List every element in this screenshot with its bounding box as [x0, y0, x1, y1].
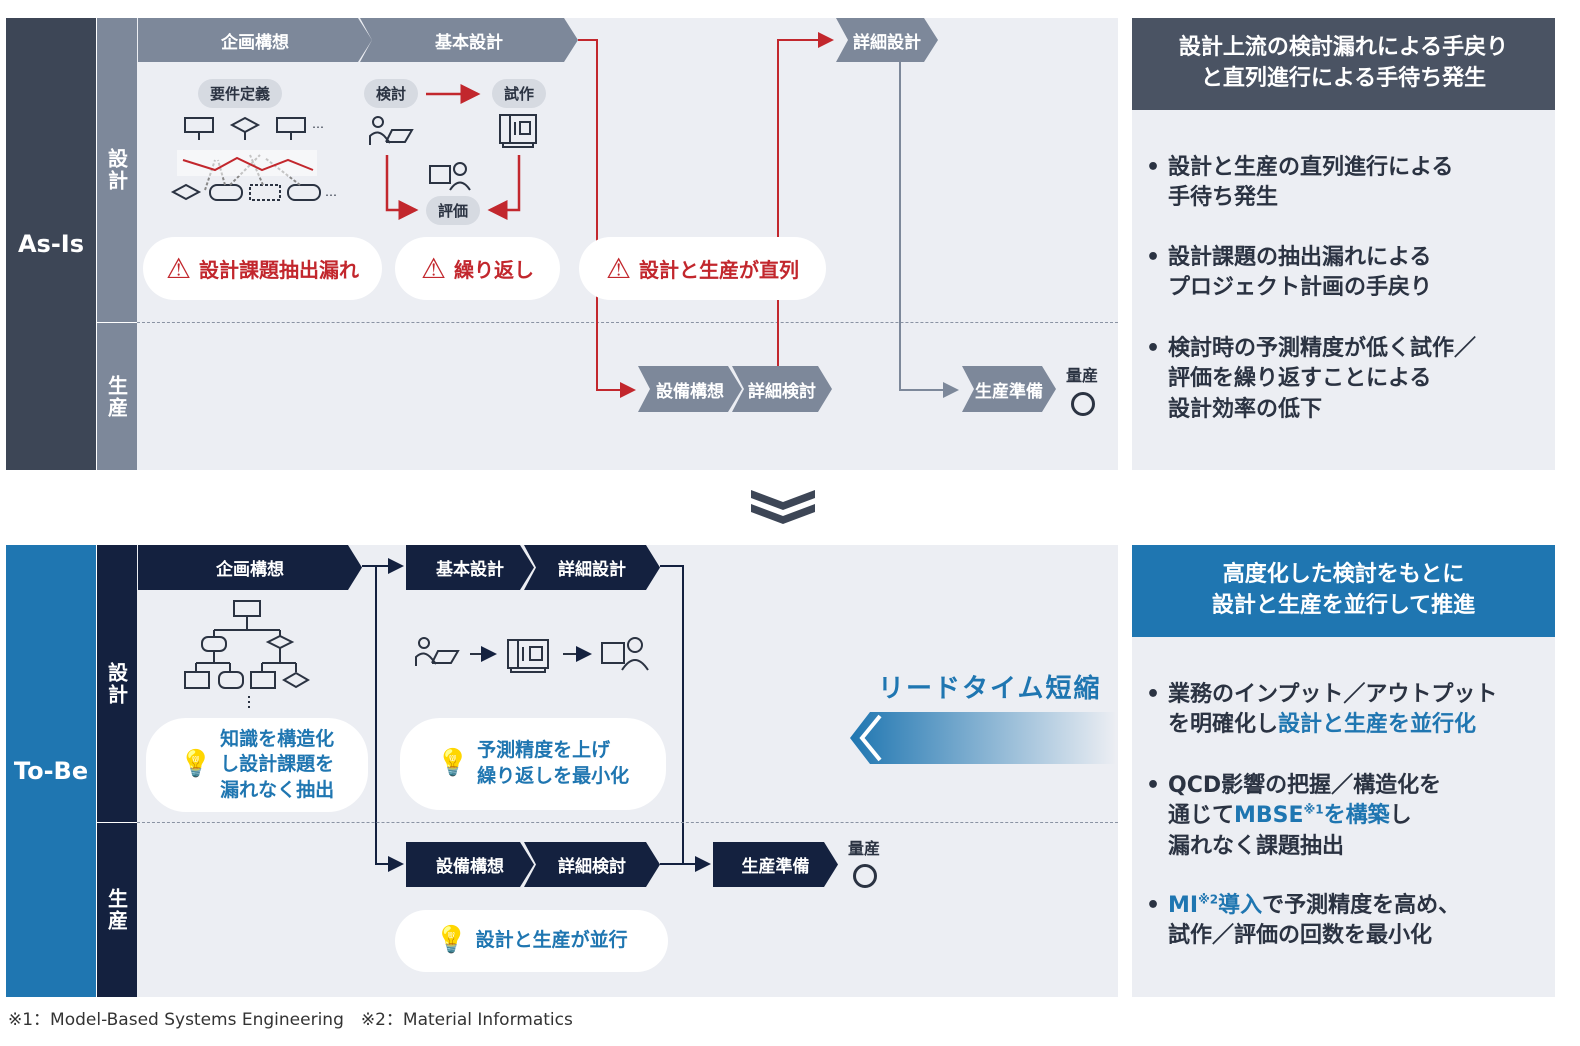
- issue-text: 繰り返し: [454, 258, 535, 282]
- machine-icon: [499, 114, 537, 148]
- footnote-ref: ※1: [1303, 803, 1324, 818]
- asis-chevron-detail-study: 詳細検討: [732, 366, 832, 412]
- asis-label: As-Is: [6, 18, 96, 470]
- tobe-label-text: To-Be: [13, 757, 89, 785]
- idea-text: 知識を構造化 し設計課題を 漏れなく抽出: [220, 727, 335, 801]
- asis-chevron-basic-design: 基本設計: [360, 18, 578, 62]
- hierarchy-diagram-icon: [184, 600, 310, 708]
- tobe-chevron-basic-design: 基本設計: [406, 545, 534, 590]
- engineer-icon: [369, 116, 414, 145]
- bullet-highlight: を構築: [1323, 803, 1390, 829]
- asis-chevron-equipment: 設備構想: [638, 366, 742, 412]
- tobe-mass-production-label: 量産: [848, 839, 881, 858]
- asis-lane-production: 生産: [97, 323, 137, 470]
- bullet-highlight: 設計と生産を並行化: [1278, 712, 1477, 738]
- lightbulb-icon: 💡: [179, 749, 213, 780]
- bullet-text: QCD影響の把握／構造化を 通じて: [1168, 773, 1442, 829]
- idea-text: 予測精度を上げ 繰り返しを最小化: [477, 739, 630, 787]
- bullet-text: で予測精度を高め、 試作／評価の回数を最小化: [1168, 893, 1461, 949]
- issue-pill: ⚠ 設計と生産が直列: [579, 237, 826, 300]
- tobe-divider: [137, 822, 1118, 823]
- warning-icon: ⚠: [605, 252, 632, 285]
- evaluator-icon-tobe: [601, 637, 649, 671]
- asis-chevron-production-prep: 生産準備: [962, 366, 1056, 412]
- tobe-chevron-planning: 企画構想: [138, 545, 362, 590]
- issue-pill: ⚠ 繰り返し: [395, 237, 560, 300]
- asis-chevron-planning: 企画構想: [138, 18, 372, 62]
- tag-study: 検討: [364, 79, 419, 108]
- evaluator-icon: [429, 162, 471, 191]
- tobe-bullet: 業務のインプット／アウトプット を明確化し設計と生産を並行化: [1146, 680, 1546, 741]
- idea-pill: 💡知識を構造化 し設計課題を 漏れなく抽出: [146, 718, 368, 812]
- footnote: ※1：Model-Based Systems Engineering ※2：Ma…: [8, 1010, 573, 1030]
- bullet-highlight: MI: [1168, 893, 1199, 918]
- double-chevron-down-icon: [751, 490, 815, 524]
- idea-pill: 💡予測精度を上げ 繰り返しを最小化: [400, 718, 666, 810]
- bullet-text: し 漏れなく課題抽出: [1168, 803, 1412, 859]
- engineer-icon-tobe: [415, 637, 460, 666]
- idea-pill: 💡 設計と生産が並行: [395, 910, 668, 972]
- bullet-text: 業務のインプット／アウトプット を明確化し: [1168, 682, 1498, 738]
- issue-pill: ⚠ 設計課題抽出漏れ: [143, 237, 382, 300]
- tobe-chevron-equipment: 設備構想: [406, 842, 534, 887]
- tobe-panel-title: 高度化した検討をもとに 設計と生産を並行して推進: [1132, 545, 1555, 637]
- footnote-ref: ※2: [1198, 892, 1219, 907]
- asis-panel-title: 設計上流の検討漏れによる手戻り と直列進行による手待ち発生: [1132, 18, 1555, 110]
- tobe-bullet: MI※2導入で予測精度を高め、 試作／評価の回数を最小化: [1146, 891, 1546, 952]
- lightbulb-icon: 💡: [435, 925, 468, 956]
- warning-icon: ⚠: [165, 252, 192, 285]
- svg-text:…: …: [325, 185, 337, 199]
- tobe-mass-production-marker: [853, 864, 877, 888]
- asis-label-text: As-Is: [17, 230, 85, 258]
- tag-prototype: 試作: [492, 79, 547, 108]
- tobe-label: To-Be: [6, 545, 96, 997]
- tobe-lane-production: 生産: [97, 823, 137, 997]
- issue-text: 設計と生産が直列: [639, 258, 800, 282]
- bullet-highlight: 導入: [1218, 893, 1263, 918]
- asis-bullet: 検討時の予測精度が低く試作／ 評価を繰り返すことによる 設計効率の低下: [1146, 334, 1546, 425]
- tobe-chevron-detail-design: 詳細設計: [524, 545, 660, 590]
- asis-chevron-detail-design: 詳細設計: [836, 18, 938, 62]
- machine-icon-tobe: [507, 639, 549, 673]
- asis-bullet: 設計と生産の直列進行による 手待ち発生: [1146, 153, 1546, 214]
- lightbulb-icon: 💡: [436, 748, 470, 779]
- tag-evaluation: 評価: [426, 196, 481, 225]
- asis-bullet: 設計課題の抽出漏れによる プロジェクト計画の手戻り: [1146, 243, 1546, 304]
- tobe-chevron-production-prep: 生産準備: [713, 842, 838, 887]
- idea-text: 設計と生産が並行: [475, 929, 628, 952]
- lead-time-reduction-label: リードタイム短縮: [878, 674, 1102, 704]
- tobe-bullet: QCD影響の把握／構造化を 通じてMBSE※1を構築し 漏れなく課題抽出: [1146, 771, 1546, 862]
- asis-mass-production-label: 量産: [1066, 366, 1099, 385]
- lead-time-arrow-icon: [850, 712, 1116, 764]
- asis-mass-production-marker: [1071, 392, 1095, 416]
- issue-text: 設計課題抽出漏れ: [199, 258, 360, 282]
- asis-lane-design: 設計: [97, 18, 137, 322]
- asis-divider: [137, 322, 1118, 323]
- bullet-highlight: MBSE: [1234, 803, 1304, 829]
- tag-requirements: 要件定義: [198, 79, 283, 108]
- svg-text:…: …: [312, 117, 324, 131]
- tobe-lane-design: 設計: [97, 545, 137, 822]
- warning-icon: ⚠: [420, 252, 447, 285]
- tobe-chevron-detail-study: 詳細検討: [524, 842, 660, 887]
